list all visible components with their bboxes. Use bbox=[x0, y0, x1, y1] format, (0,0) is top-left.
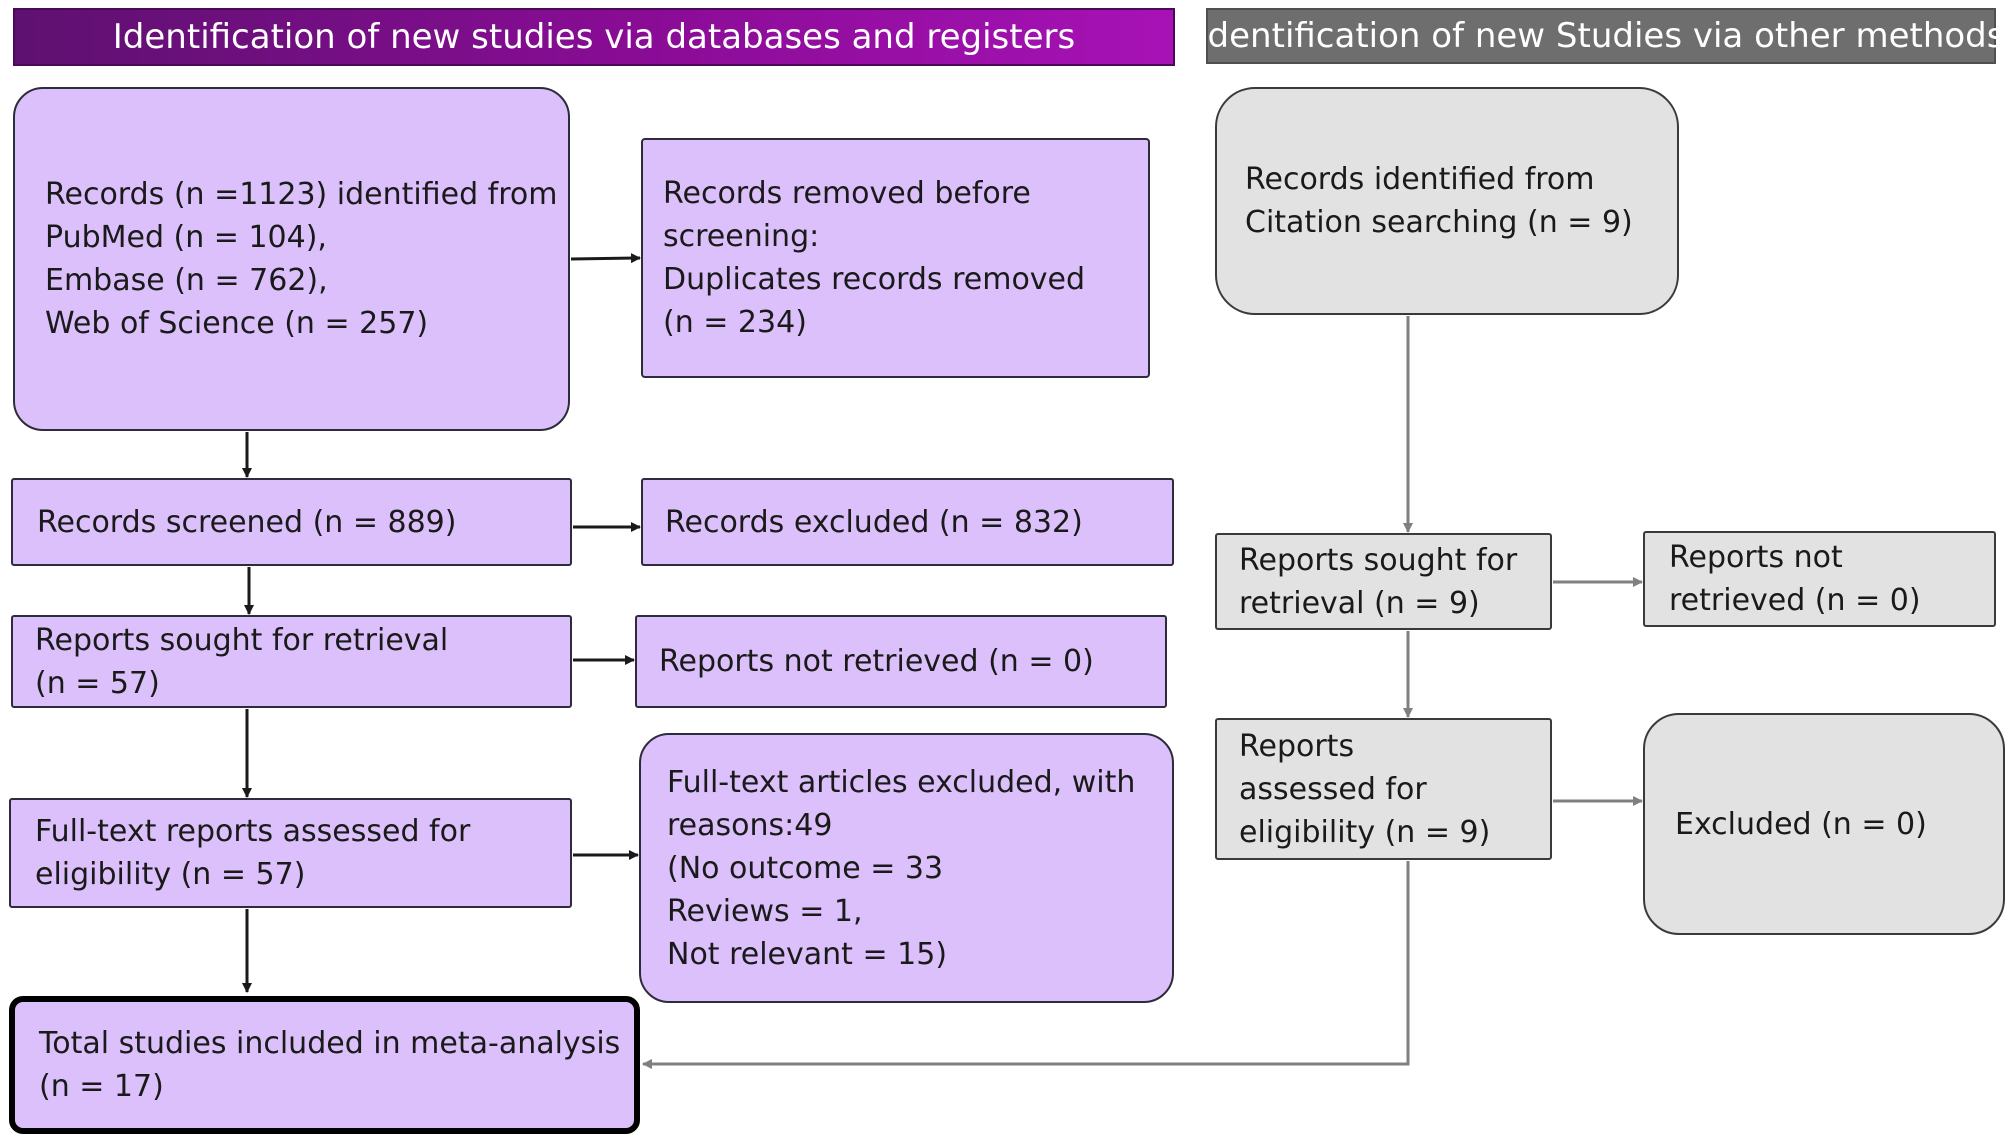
citation-records-line-1: Records identified from bbox=[1245, 162, 1595, 197]
other-reports-not-retrieved-box: Reports not retrieved (n = 0) bbox=[1643, 531, 1996, 627]
citation-records-box: Records identified from Citation searchi… bbox=[1215, 87, 1679, 315]
records-excluded-box: Records excluded (n = 832) bbox=[641, 478, 1174, 566]
reports-sought-line-2: (n = 57) bbox=[35, 665, 160, 701]
records-identified-box: Records (n =1123) identified from PubMed… bbox=[13, 87, 570, 431]
reports-sought-line-1: Reports sought for retrieval bbox=[35, 622, 449, 658]
reports-sought-box: Reports sought for retrieval (n = 57) bbox=[11, 615, 572, 708]
other-reports-sought-line-1: Reports sought for bbox=[1239, 542, 1518, 578]
other-excluded-line-1: Excluded (n = 0) bbox=[1675, 806, 1927, 842]
other-excluded-box: Excluded (n = 0) bbox=[1643, 713, 2005, 935]
fulltext-assessed-box: Full-text reports assessed for eligibili… bbox=[9, 798, 572, 908]
fulltext-excluded-line-2: reasons:49 bbox=[667, 807, 833, 843]
fulltext-excluded-line-1: Full-text articles excluded, with bbox=[667, 764, 1136, 800]
other-reports-sought-box: Reports sought for retrieval (n = 9) bbox=[1215, 533, 1552, 630]
records-screened-line-1: Records screened (n = 889) bbox=[37, 504, 457, 540]
other-reports-not-retrieved-line-1: Reports not bbox=[1669, 540, 1843, 575]
other-reports-assessed-line-1: Reports bbox=[1239, 728, 1355, 764]
header-databases-registers-label: Identification of new studies via databa… bbox=[112, 17, 1076, 57]
records-identified-line-4: Web of Science (n = 257) bbox=[45, 306, 429, 341]
other-reports-assessed-box: Reports assessed for eligibility (n = 9) bbox=[1215, 718, 1552, 860]
fulltext-excluded-line-4: Reviews = 1, bbox=[667, 893, 863, 929]
total-included-line-2: (n = 17) bbox=[39, 1069, 164, 1104]
citation-records-line-2: Citation searching (n = 9) bbox=[1245, 205, 1633, 240]
records-identified-line-3: Embase (n = 762), bbox=[45, 263, 328, 298]
records-identified-line-1: Records (n =1123) identified from bbox=[45, 177, 558, 212]
total-included-line-1: Total studies included in meta-analysis bbox=[39, 1026, 621, 1061]
fulltext-assessed-line-2: eligibility (n = 57) bbox=[35, 857, 306, 892]
fulltext-excluded-line-3: (No outcome = 33 bbox=[667, 850, 944, 886]
records-removed-line-2: screening: bbox=[663, 219, 820, 254]
fulltext-assessed-line-1: Full-text reports assessed for bbox=[35, 814, 471, 849]
header-databases-registers: Identification of new studies via databa… bbox=[13, 8, 1175, 66]
records-removed-box: Records removed before screening: Duplic… bbox=[641, 138, 1150, 378]
other-reports-assessed-line-3: eligibility (n = 9) bbox=[1239, 814, 1491, 850]
fulltext-excluded-box: Full-text articles excluded, with reason… bbox=[639, 733, 1174, 1003]
records-excluded-line-1: Records excluded (n = 832) bbox=[665, 504, 1083, 540]
records-identified-line-2: PubMed (n = 104), bbox=[45, 220, 327, 255]
fulltext-excluded-line-5: Not relevant = 15) bbox=[667, 936, 948, 972]
other-reports-sought-line-2: retrieval (n = 9) bbox=[1239, 585, 1480, 621]
total-included-box: Total studies included in meta-analysis … bbox=[9, 996, 640, 1134]
records-removed-line-4: (n = 234) bbox=[663, 305, 807, 340]
records-screened-box: Records screened (n = 889) bbox=[11, 478, 572, 566]
header-other-methods: Identification of new Studies via other … bbox=[1198, 8, 2004, 64]
arrow-other-assessed-to-included bbox=[642, 861, 1410, 1069]
reports-not-retrieved-box: Reports not retrieved (n = 0) bbox=[635, 615, 1167, 708]
records-removed-line-1: Records removed before bbox=[663, 176, 1031, 211]
other-reports-not-retrieved-line-2: retrieved (n = 0) bbox=[1669, 583, 1921, 618]
arrow-identified-to-removed bbox=[570, 253, 641, 264]
records-removed-line-3: Duplicates records removed bbox=[663, 262, 1086, 297]
reports-not-retrieved-line-1: Reports not retrieved (n = 0) bbox=[659, 644, 1094, 679]
other-reports-assessed-line-2: assessed for bbox=[1239, 771, 1427, 807]
header-other-methods-label: Identification of new Studies via other … bbox=[1197, 16, 2005, 56]
